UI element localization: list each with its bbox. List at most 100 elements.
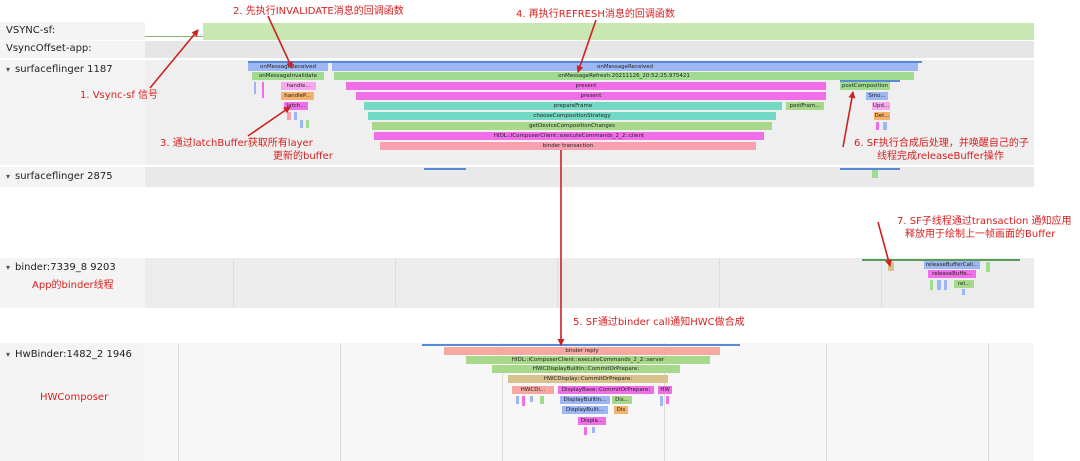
expand-icon[interactable]: ▾: [6, 65, 11, 74]
arrow-1-to-vsync: [149, 29, 199, 89]
annotation-6-line2: 线程完成releaseBuffer操作: [877, 151, 1004, 162]
track-label-vsync-offset-app[interactable]: VsyncOffset-app:: [6, 43, 92, 54]
slice-postcomposition[interactable]: postComposition: [840, 82, 890, 90]
track-label-vsync-sf[interactable]: VSYNC-sf:: [6, 25, 56, 36]
slice-mini[interactable]: [930, 280, 933, 290]
row-bg-vsync-sf: [0, 22, 145, 40]
slice-binder-transaction[interactable]: binder transaction: [380, 142, 756, 150]
slice-upd[interactable]: Upd...: [872, 102, 890, 110]
slice-present-2[interactable]: present: [356, 92, 826, 100]
annotation-3-line2: 更新的buffer: [273, 151, 333, 162]
slice-displaybase-commitorprepare[interactable]: DisplayBase::CommitOrPrepare:: [558, 386, 654, 394]
track-name: HwBinder:1482_2 1946: [15, 349, 132, 360]
slice-mini[interactable]: [872, 170, 878, 178]
slice-handle[interactable]: handle...: [281, 82, 316, 90]
grid-line: [502, 343, 503, 461]
arrow-6-to-postcomposition: [842, 91, 856, 148]
slice-mini[interactable]: [287, 112, 291, 120]
annotation-7-line1: 7. SF子线程通过transaction 通知应用: [897, 216, 1072, 227]
slice-binder-reply[interactable]: binder reply: [444, 347, 720, 355]
slice-postframe[interactable]: postFram...: [786, 102, 824, 110]
slice-mini[interactable]: [300, 120, 303, 128]
expand-icon[interactable]: ▾: [6, 263, 11, 272]
track-label-sf2875[interactable]: ▾ surfaceflinger 2875: [6, 171, 113, 182]
grid-line: [826, 343, 827, 461]
track-label-hwbinder[interactable]: ▾ HwBinder:1482_2 1946: [6, 349, 132, 360]
slice-mini[interactable]: [294, 112, 297, 120]
slice-displaybuilt[interactable]: DisplayBuilt...: [562, 406, 608, 414]
slice-hwcdi[interactable]: HWCDi...: [512, 386, 554, 394]
grid-line: [557, 258, 558, 308]
annotation-3-line1: 3. 通过latchBuffer获取所有layer: [160, 138, 313, 149]
slice-handlep[interactable]: handleP...: [281, 92, 314, 100]
slice-det[interactable]: Det...: [874, 112, 890, 120]
grid-line: [881, 258, 882, 308]
cpu-state-bar: [840, 168, 900, 170]
slice-choosecompositionstrategy[interactable]: chooseCompositionStrategy: [368, 112, 776, 120]
slice-mini[interactable]: [660, 396, 663, 406]
slice-dis-1[interactable]: Dis...: [612, 396, 632, 404]
grid-line: [233, 258, 234, 308]
slice-smo[interactable]: Smo...: [866, 92, 888, 100]
slice-onmessagereceived-2[interactable]: onMessageReceived: [332, 63, 918, 71]
slice-mini[interactable]: [254, 82, 256, 94]
slice-mini[interactable]: [666, 396, 669, 404]
row-bg-binder: [0, 258, 145, 308]
slice-mini[interactable]: [937, 280, 941, 290]
slice-displaybuiltin[interactable]: DisplayBuiltIn...: [560, 396, 610, 404]
slice-mini[interactable]: [592, 427, 595, 433]
slice-mini[interactable]: [306, 120, 309, 128]
slice-mini[interactable]: [584, 427, 587, 435]
annotation-6-postcomposition: 6. SF执行合成后处理，并唤醒自己的子 线程完成releaseBuffer操作: [854, 137, 1029, 163]
slice-mini[interactable]: [522, 396, 525, 406]
track-name: surfaceflinger 1187: [15, 64, 113, 75]
track-name: surfaceflinger 2875: [15, 171, 113, 182]
slice-hw[interactable]: HW: [658, 386, 672, 394]
slice-present-1[interactable]: present: [346, 82, 826, 90]
slice-rel[interactable]: rel...: [954, 280, 974, 288]
slice-executecommands-server[interactable]: HIDL::IComposerClient::executeCommands_2…: [466, 356, 710, 364]
slice-hwcdisplaybuiltin-commitorprepare[interactable]: HWCDisplayBuiltIn::CommitOrPrepare:: [492, 365, 680, 373]
slice-latch[interactable]: latch...: [284, 102, 308, 110]
arrow-7-to-binder: [877, 221, 892, 267]
slice-hwcdisplay-commitorprepare[interactable]: HWCDisplay::CommitOrPrepare:: [508, 375, 668, 383]
slice-mini[interactable]: [986, 262, 990, 272]
slice-mini[interactable]: [944, 280, 947, 290]
expand-icon[interactable]: ▾: [6, 172, 11, 181]
slice-executecommands-client[interactable]: HIDL::IComposerClient::executeCommands_2…: [374, 132, 764, 140]
track-label-sf1187[interactable]: ▾ surfaceflinger 1187: [6, 64, 113, 75]
slice-mini[interactable]: [883, 122, 887, 130]
cpu-state-bar: [424, 168, 466, 170]
slice-mini[interactable]: [540, 396, 544, 404]
annotation-6-line1: 6. SF执行合成后处理，并唤醒自己的子: [854, 138, 1029, 149]
annotation-hwcomposer: HWComposer: [40, 392, 109, 403]
slice-getdevicecompositionchanges[interactable]: getDeviceCompositionChanges: [372, 122, 772, 130]
slice-releasebuffe[interactable]: releaseBuffe...: [928, 270, 976, 278]
slice-mini[interactable]: [962, 289, 965, 295]
slice-prepareframe[interactable]: prepareFrame: [364, 102, 782, 110]
cpu-state-bar: [332, 61, 922, 63]
vsync-offset-track: [145, 41, 1034, 58]
cpu-state-bar: [422, 344, 740, 346]
slice-displa[interactable]: Displa...: [578, 417, 606, 425]
track-label-binder[interactable]: ▾ binder:7339_8 9203: [6, 262, 116, 273]
track-name: binder:7339_8 9203: [15, 262, 116, 273]
arrow-2-to-invalidate: [267, 15, 293, 69]
cpu-state-bar: [862, 259, 1020, 261]
slice-mini[interactable]: [530, 396, 533, 402]
slice-mini[interactable]: [876, 122, 879, 130]
annotation-app-binder-thread: App的binder线程: [32, 280, 114, 291]
expand-icon[interactable]: ▾: [6, 350, 11, 359]
slice-mini[interactable]: [516, 396, 519, 404]
slice-onmessagerefresh[interactable]: onMessageRefresh:20211126_20:52:25.97542…: [334, 72, 914, 80]
sf2875-track: [145, 167, 1034, 187]
row-bg-hwbinder: [0, 343, 145, 461]
slice-onmessageinvalidate[interactable]: onMessageInvalidate: [252, 72, 324, 80]
grid-line: [395, 258, 396, 308]
slice-mini[interactable]: [262, 82, 264, 98]
slice-dis-2[interactable]: Dis: [614, 406, 628, 414]
grid-line: [664, 343, 665, 461]
slice-releasebuffercall[interactable]: releaseBufferCall...: [924, 261, 980, 269]
arrow-3-to-latch: [247, 106, 291, 137]
row-bg-vsync-offset: [0, 41, 145, 58]
